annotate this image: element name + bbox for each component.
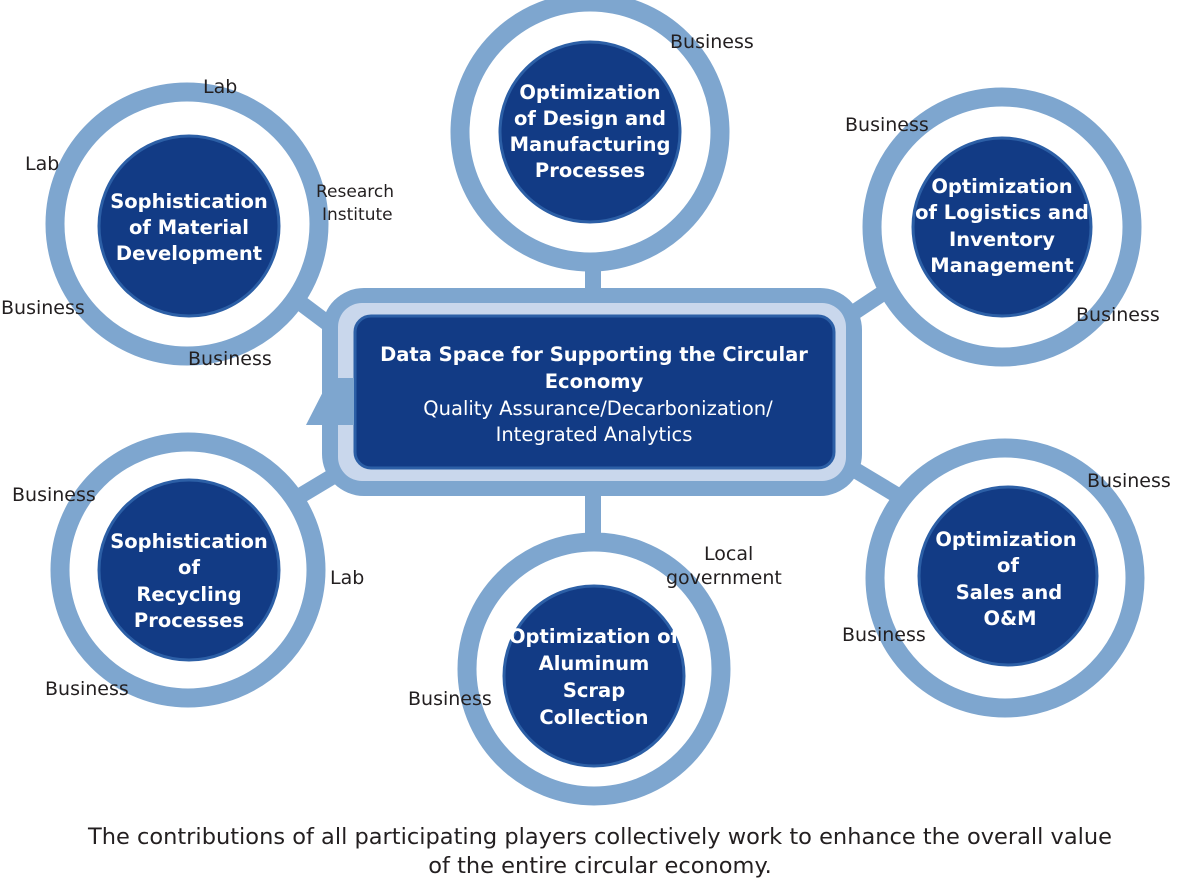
node-material-title-1: Sophistication [110, 190, 268, 213]
node-sales-title-4: O&M [984, 607, 1037, 630]
node-scrap-actor-business: Business [408, 688, 492, 710]
node-scrap-title-1: Optimization of [509, 625, 680, 648]
node-sales-title-2: of [997, 554, 1019, 577]
node-logistics-actor-business-top: Business [845, 114, 929, 136]
node-design-title-3: Manufacturing [510, 133, 671, 156]
caption-line-1: The contributions of all participating p… [87, 824, 1113, 850]
node-scrap-title-4: Collection [539, 706, 648, 729]
node-sales-actor-business-bottom: Business [842, 624, 926, 646]
node-material-actor-lab-left: Lab [25, 153, 59, 175]
node-logistics-title-3: Inventory [949, 228, 1055, 251]
node-recycling: Sophistication of Recycling Processes Bu… [12, 432, 364, 708]
node-recycling-title-2: of [178, 556, 200, 579]
node-recycling-title-3: Recycling [136, 583, 241, 606]
hub-subtitle-line-2: Integrated Analytics [496, 423, 693, 446]
node-scrap: Optimization of Aluminum Scrap Collectio… [408, 532, 782, 806]
node-design-title-2: of Design and [514, 107, 666, 130]
node-logistics-actor-business-bottom: Business [1076, 304, 1160, 326]
node-scrap-circle [502, 584, 686, 768]
node-design-title-4: Processes [535, 159, 645, 182]
node-logistics-title-4: Management [930, 254, 1074, 277]
node-material: Sophistication of Material Development L… [1, 76, 394, 370]
node-design: Optimization of Design and Manufacturing… [450, 0, 754, 272]
node-material-actor-lab-top: Lab [203, 76, 237, 98]
node-recycling-title-1: Sophistication [110, 530, 268, 553]
node-recycling-actor-business-bottom: Business [45, 678, 129, 700]
node-sales-actor-business-top: Business [1087, 470, 1171, 492]
node-design-title-1: Optimization [519, 81, 660, 104]
hub-up-arrow-icon [306, 378, 354, 425]
node-logistics: Optimization of Logistics and Inventory … [845, 87, 1160, 367]
caption: The contributions of all participating p… [0, 823, 1200, 881]
hub-title-line-2: Economy [545, 370, 644, 393]
node-material-actor-research-2: Institute [322, 205, 393, 225]
node-material-circle [97, 134, 281, 318]
caption-line-2: of the entire circular economy. [428, 853, 772, 879]
node-material-actor-business-left: Business [1, 297, 85, 319]
node-scrap-actor-local-1: Local [704, 543, 753, 565]
node-recycling-circle [97, 478, 281, 662]
node-material-actor-business-bottom: Business [188, 348, 272, 370]
node-logistics-circle [911, 136, 1093, 318]
node-sales-title-1: Optimization [935, 528, 1076, 551]
hub: Data Space for Supporting the Circular E… [306, 288, 862, 496]
hub-subtitle-line-1: Quality Assurance/Decarbonization/ [423, 397, 773, 420]
node-logistics-title-1: Optimization [931, 175, 1072, 198]
hub-core [353, 314, 836, 470]
node-scrap-title-3: Scrap [563, 679, 625, 702]
node-recycling-title-4: Processes [134, 609, 244, 632]
node-material-title-3: Development [116, 242, 262, 265]
node-material-actor-research-1: Research [316, 182, 394, 202]
node-logistics-title-2: of Logistics and [915, 201, 1089, 224]
node-material-title-2: of Material [129, 216, 249, 239]
node-scrap-actor-local-2: government [666, 567, 782, 589]
node-sales: Optimization of Sales and O&M Business B… [842, 438, 1171, 718]
node-scrap-title-2: Aluminum [539, 652, 650, 675]
node-design-circle [498, 40, 682, 224]
node-sales-circle [917, 485, 1099, 667]
hub-title-line-1: Data Space for Supporting the Circular [380, 343, 808, 366]
node-recycling-actor-business-top: Business [12, 484, 96, 506]
node-recycling-actor-lab: Lab [330, 567, 364, 589]
node-design-actor-business: Business [670, 31, 754, 53]
node-sales-title-3: Sales and [956, 581, 1063, 604]
